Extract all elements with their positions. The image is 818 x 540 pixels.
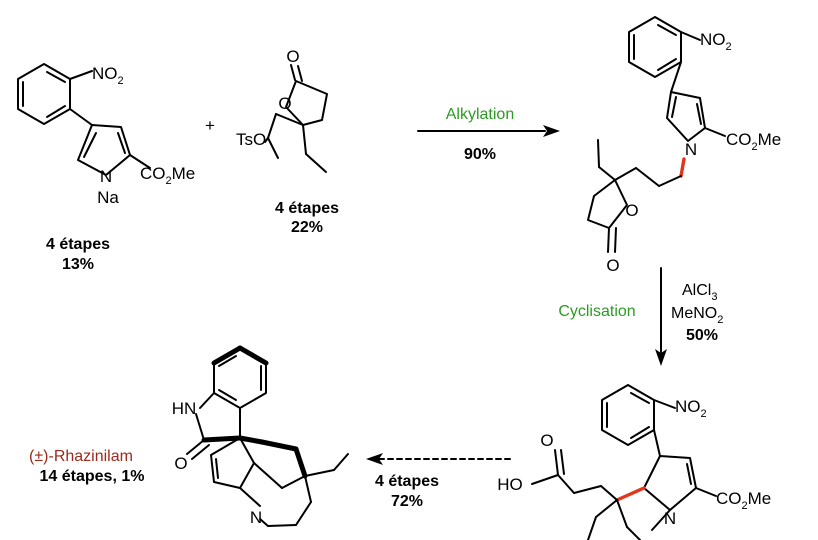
yield-cyclisation: 50% — [686, 327, 718, 344]
nitrophenyl-ring-4 — [601, 384, 676, 446]
arrow-alkylation: Alkylation 90% — [417, 106, 560, 163]
lactone-steps-label: 4 étapes — [275, 200, 339, 217]
label-cyclisation: Cyclisation — [558, 303, 635, 320]
lactone-carbonyl-oxygen-3: O — [606, 256, 619, 275]
tosyloxy-group: TsO — [236, 130, 266, 149]
pyrrole-nitrogen-1: N — [100, 167, 112, 186]
pyrrole-nitrogen-4: N — [664, 509, 676, 528]
pyrrole-nitrogen-product: N — [250, 508, 262, 527]
pyrrole-ring-4 — [643, 429, 717, 531]
amide-nh: HN — [172, 399, 197, 418]
new-c-c-bond — [615, 486, 646, 502]
nitrophenyl-ring-1 — [17, 63, 93, 125]
pyrrole-ring-1 — [69, 108, 151, 176]
compound-pyrrole-sodium: NO2 N Na CO2Me 4 étapes 13% — [17, 63, 195, 273]
pyrrole-yield-label: 13% — [62, 256, 94, 273]
pyrrole-ring-product — [210, 437, 261, 507]
nitrophenyl-ring-3 — [628, 16, 701, 78]
nitro-group-3: NO2 — [700, 30, 732, 53]
amide-oxygen: O — [174, 454, 187, 473]
final-steps-yield: 72% — [391, 493, 423, 510]
compound-tosyl-lactone: O O TsO 4 étapes 22% — [236, 47, 339, 236]
final-steps-label: 4 étapes — [375, 473, 439, 490]
product-name: (±)-Rhazinilam — [29, 448, 133, 465]
pyrrole-nitrogen-3: N — [685, 140, 697, 159]
reagent-alcl3: AlCl3 — [682, 282, 717, 303]
compound-cyclised-acid: NO2 N CO2Me O HO — [497, 384, 771, 540]
benzo-ring — [211, 345, 269, 409]
sodium-label: Na — [97, 188, 119, 207]
lactone-ring-oxygen-1: O — [278, 94, 291, 113]
ester-group-4: CO2Me — [716, 489, 771, 512]
arrow-cyclisation: Cyclisation AlCl3 MeNO2 50% — [558, 267, 723, 366]
lactone-yield-label: 22% — [291, 219, 323, 236]
reagent-meno2: MeNO2 — [671, 305, 723, 326]
ester-group-3: CO2Me — [726, 130, 781, 153]
product-summary: 14 étapes, 1% — [40, 468, 145, 485]
plus-sign: + — [205, 116, 215, 135]
lactone-ring-oxygen-3: O — [625, 201, 638, 220]
new-n-c-bond — [679, 157, 686, 178]
nitro-group-4: NO2 — [675, 397, 707, 420]
pyrrole-steps-label: 4 étapes — [46, 236, 110, 253]
acid-carbonyl-oxygen: O — [540, 431, 553, 450]
ester-group-1: CO2Me — [140, 164, 195, 187]
arrow-final-steps: 4 étapes 72% — [366, 453, 511, 510]
compound-alkylated-pyrrole: NO2 N CO2Me O O — [587, 16, 781, 275]
yield-alkylation: 90% — [464, 146, 496, 163]
reagent-alkylation: Alkylation — [446, 106, 514, 123]
lactone-carbonyl-oxygen-1: O — [286, 47, 299, 66]
pyrrole-ring-3 — [666, 61, 726, 142]
compound-rhazinilam: HN O N — [172, 345, 349, 527]
nitro-group-1: NO2 — [92, 64, 124, 87]
acid-hydroxy-group: HO — [497, 475, 523, 494]
